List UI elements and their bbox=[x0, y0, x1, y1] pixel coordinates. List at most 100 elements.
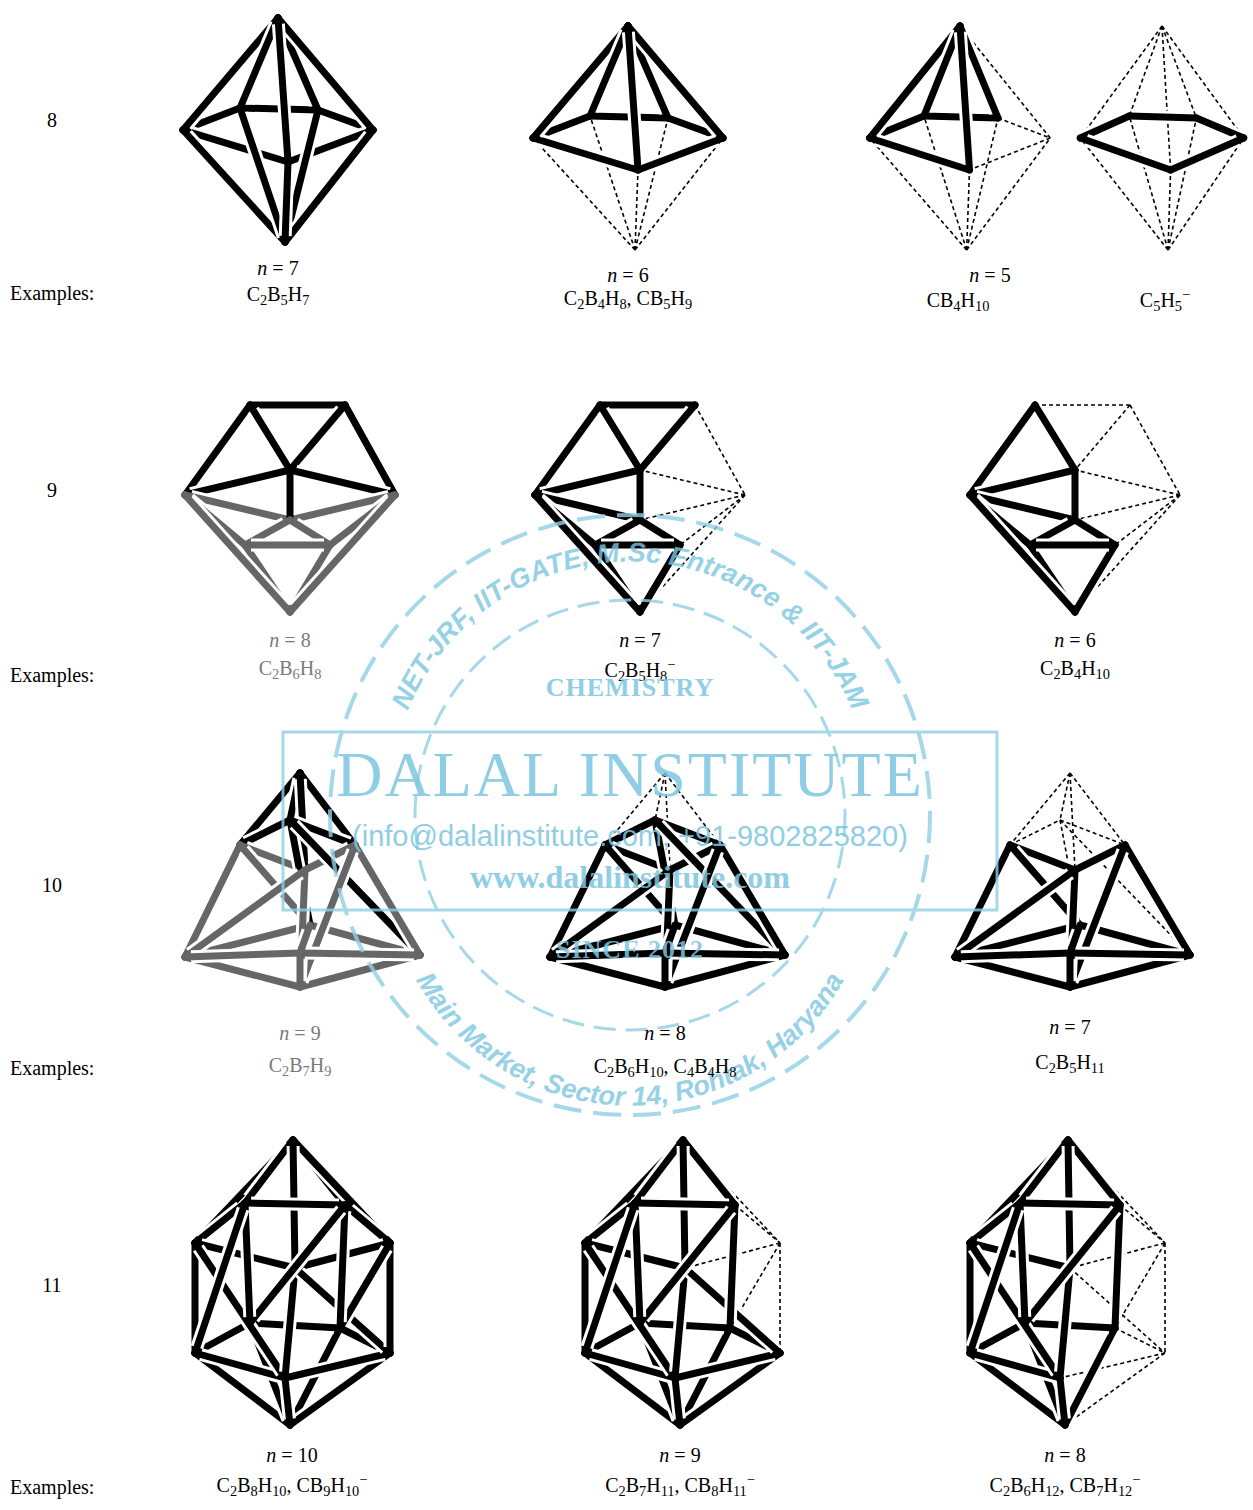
watermark-text: CHEMISTRY bbox=[546, 672, 714, 703]
cluster-edge bbox=[637, 470, 644, 520]
cluster-edge bbox=[533, 26, 628, 138]
cluster-edge bbox=[300, 870, 305, 987]
cluster-edge bbox=[635, 1140, 683, 1203]
cluster-edge bbox=[355, 845, 420, 955]
cluster-edge bbox=[1080, 138, 1170, 170]
watermark-text: (info@dalalinstitute.com, +91-9802825820… bbox=[352, 819, 908, 854]
polyhedron bbox=[870, 26, 1051, 250]
removed-edge bbox=[635, 138, 723, 250]
cluster-edge bbox=[1075, 545, 1115, 612]
cluster-edge bbox=[185, 495, 290, 612]
cluster-edge bbox=[535, 470, 640, 495]
cluster-edge bbox=[675, 1378, 680, 1425]
row-label: Examples: bbox=[10, 663, 94, 687]
formula-label: C2B4H8, CB5H9 bbox=[564, 286, 692, 310]
removed-edge bbox=[1164, 1243, 1166, 1353]
subscript: 7 bbox=[303, 1063, 310, 1079]
cluster-edge bbox=[185, 870, 305, 957]
row-label: 8 bbox=[47, 108, 57, 132]
subscript: 10 bbox=[1096, 666, 1110, 682]
variable: n bbox=[969, 264, 979, 286]
subscript: 2 bbox=[577, 296, 584, 312]
removed-edge bbox=[695, 405, 745, 495]
cluster-edge bbox=[250, 405, 290, 470]
cluster-edge bbox=[245, 542, 330, 549]
watermark-text: www.dalalinstitute.com bbox=[470, 858, 790, 896]
subscript: 10 bbox=[345, 1483, 359, 1499]
subscript: 6 bbox=[1023, 1483, 1030, 1499]
subscript: 4 bbox=[953, 298, 960, 314]
cluster-edge bbox=[870, 26, 960, 138]
cluster-edge bbox=[340, 1205, 345, 1328]
cluster-edge bbox=[628, 26, 723, 138]
row-label: 11 bbox=[42, 1273, 61, 1297]
cluster-edge bbox=[585, 1203, 635, 1353]
watermark-text: DALAL INSTITUTE bbox=[336, 737, 924, 814]
removed-edge bbox=[1075, 470, 1180, 495]
cluster-edge bbox=[300, 925, 310, 953]
vertex-count: n = 7 bbox=[257, 256, 298, 280]
subscript: 9 bbox=[324, 1063, 331, 1079]
subscript: 2 bbox=[1049, 1060, 1056, 1076]
subscript: 12 bbox=[1045, 1483, 1059, 1499]
vertex-count: n = 9 bbox=[279, 1021, 320, 1045]
cluster-edge bbox=[300, 953, 420, 955]
removed-edge bbox=[1130, 405, 1180, 495]
subscript: 5 bbox=[1069, 1060, 1076, 1076]
cluster-edge bbox=[970, 495, 1075, 612]
row-label: 9 bbox=[47, 478, 57, 502]
charge: − bbox=[667, 656, 675, 672]
cluster-edge bbox=[960, 26, 970, 170]
polyhedron bbox=[970, 1140, 1165, 1425]
polyhedron bbox=[955, 773, 1190, 987]
cluster-edge bbox=[1025, 1205, 1120, 1323]
watermark-text: NET-JRF, IIT-GATE, M.Sc Entrance & IIT-J… bbox=[386, 537, 875, 714]
cluster-edge bbox=[1067, 953, 1074, 987]
cluster-edge bbox=[1020, 1140, 1068, 1203]
subscript: 4 bbox=[687, 1064, 694, 1080]
removed-edge bbox=[680, 495, 745, 545]
subscript: 8 bbox=[729, 1064, 736, 1080]
subscript: 6 bbox=[628, 1064, 635, 1080]
subscript: 11 bbox=[1091, 1060, 1105, 1076]
cluster-edge bbox=[345, 1205, 390, 1243]
cluster-edge bbox=[240, 108, 285, 242]
cluster-edge bbox=[730, 1205, 735, 1328]
subscript: 2 bbox=[230, 1483, 237, 1499]
cluster-edge bbox=[1129, 116, 1196, 118]
cluster-edge bbox=[640, 405, 695, 470]
cluster-edge bbox=[245, 1203, 345, 1205]
removed-edge bbox=[1075, 495, 1180, 612]
subscript: 2 bbox=[618, 1483, 625, 1499]
subscript: 11 bbox=[661, 1483, 675, 1499]
formula-label: C2B6H10, C4B4H8 bbox=[594, 1054, 737, 1078]
subscript: 8 bbox=[314, 666, 321, 682]
cluster-edge bbox=[600, 402, 695, 409]
formula-label: C2B7H11, CB8H11− bbox=[605, 1473, 755, 1497]
watermark-ring bbox=[415, 600, 845, 1030]
row-label: Examples: bbox=[10, 1475, 94, 1499]
removed-edge bbox=[779, 1243, 781, 1353]
subscript: 2 bbox=[260, 292, 267, 308]
cluster-edge bbox=[635, 1203, 735, 1205]
polyhedron bbox=[533, 26, 723, 250]
removed-edge bbox=[967, 138, 1051, 250]
subscript: 8 bbox=[711, 1483, 718, 1499]
cluster-edge bbox=[1060, 1378, 1065, 1425]
cluster-edge bbox=[870, 138, 970, 170]
formula-label: C2B8H10, CB9H10− bbox=[217, 1473, 368, 1497]
removed-edge bbox=[640, 470, 745, 495]
watermark-box bbox=[283, 732, 997, 910]
variable: n bbox=[1049, 1016, 1059, 1038]
removed-edge bbox=[1070, 773, 1125, 845]
subscript: 5 bbox=[281, 292, 288, 308]
cluster-edge bbox=[297, 953, 304, 987]
cluster-edge bbox=[1070, 845, 1125, 987]
cluster-edge bbox=[250, 402, 345, 409]
removed-edge bbox=[924, 116, 967, 250]
variable: n bbox=[257, 257, 267, 279]
polyhedron bbox=[585, 1140, 780, 1425]
cluster-edge bbox=[1125, 845, 1190, 955]
cluster-edge bbox=[240, 18, 278, 108]
vertex-count: n = 10 bbox=[266, 1443, 317, 1467]
